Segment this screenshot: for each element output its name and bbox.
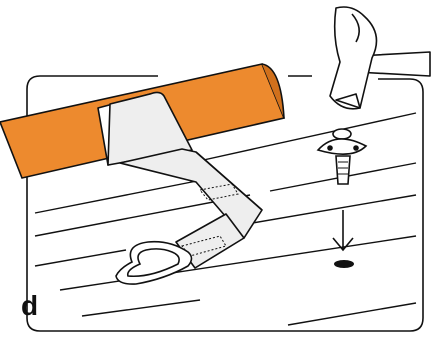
hammer-icon <box>330 7 430 109</box>
down-arrow-icon <box>333 210 353 250</box>
step-label: d <box>21 292 38 320</box>
drill-hole <box>334 260 354 268</box>
strap-buckle-icon <box>116 242 192 284</box>
rivet-fastener-icon <box>318 129 366 184</box>
